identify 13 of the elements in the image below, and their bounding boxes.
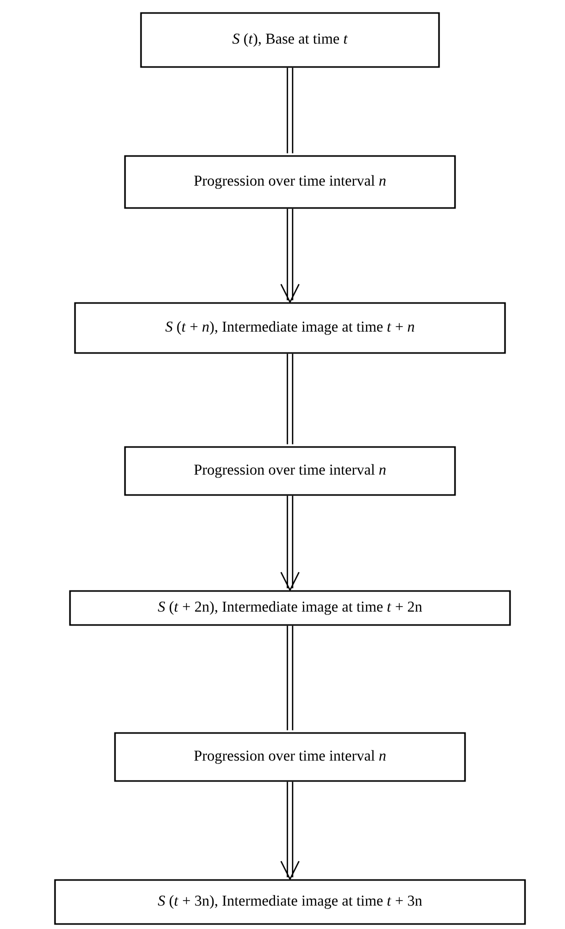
connector-line <box>286 353 294 445</box>
process-box: S (t), Base at time t <box>140 12 440 68</box>
connector-line <box>286 625 294 731</box>
process-box: Progression over time interval n <box>124 155 456 209</box>
process-box: S (t + 2n), Intermediate image at time t + 2n <box>69 590 511 626</box>
process-box: Progression over time interval n <box>114 732 466 782</box>
connector-line <box>286 67 294 154</box>
arrow <box>280 208 300 304</box>
arrow <box>280 781 300 881</box>
process-box: S (t + 3n), Intermediate image at time t + 3n <box>54 879 526 925</box>
process-box: S (t + n), Intermediate image at time t + n <box>74 302 506 354</box>
arrow <box>280 495 300 592</box>
process-box: Progression over time interval n <box>124 446 456 496</box>
